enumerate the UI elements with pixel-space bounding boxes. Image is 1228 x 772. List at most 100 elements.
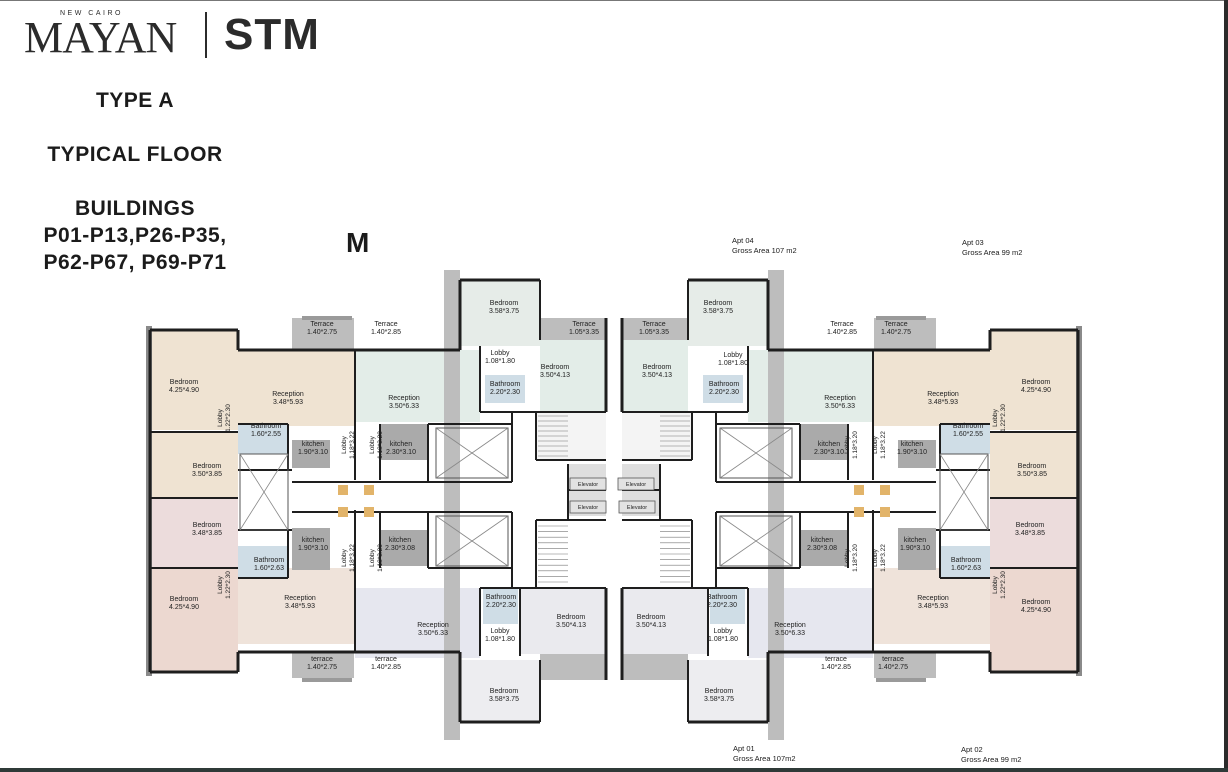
room-name-label: terrace (375, 656, 397, 663)
room-dimension-label: 3.48*5.93 (285, 603, 315, 610)
room-fill (150, 432, 238, 498)
lobby-dimension-label: 1.18*3.22 (880, 431, 887, 459)
room-name-label: Bedroom (170, 379, 199, 386)
right-border (1224, 0, 1228, 772)
lobby-name-label: Lobby (369, 548, 376, 566)
room-name-label: Terrace (884, 321, 907, 328)
elevator-label: Elevator (578, 505, 598, 511)
floor-title: TYPICAL FLOOR (47, 143, 223, 166)
lobby-dimension-label: 1.18*3.22 (349, 431, 356, 459)
room-dimension-label: 3.50*6.33 (418, 630, 448, 637)
room-name-label: Bathroom (951, 557, 982, 564)
shaft-cross (939, 453, 989, 531)
room-dimension-label: 1.40*2.85 (371, 664, 401, 671)
room-dimension-label: 3.58*3.75 (489, 308, 519, 315)
room-name-label: Reception (917, 595, 949, 602)
room-fill (540, 318, 606, 340)
shaft-outline (719, 515, 793, 567)
room-fill (150, 498, 238, 568)
shaft-outline (435, 427, 509, 479)
room-fill (874, 318, 936, 350)
room-dimension-label: 1.08*1.80 (485, 636, 515, 643)
room-name-label: kitchen (904, 537, 926, 544)
terrace-edge (302, 316, 352, 320)
room-name-label: Bedroom (541, 364, 570, 371)
unit-type-title: TYPE A (95, 89, 175, 112)
room-dimension-label: 1.08*1.80 (718, 360, 748, 367)
logo-separator (205, 12, 207, 58)
room-fill (520, 588, 606, 654)
room-name-label: Bedroom (643, 364, 672, 371)
room-name-label: Terrace (310, 321, 333, 328)
lobby-name-label: Lobby (872, 548, 879, 566)
room-name-label: Reception (388, 395, 420, 402)
lobby-name-label: Lobby (341, 435, 348, 453)
apartment-name: Apt 03 (962, 238, 984, 247)
elevator-car (569, 477, 607, 491)
room-name-label: kitchen (818, 441, 840, 448)
shaft-cross (719, 515, 793, 567)
lobby-dimension-label: 1.22*2.30 (1000, 404, 1007, 432)
shaft-outline (435, 515, 509, 567)
room-dimension-label: 1.60*2.55 (953, 431, 983, 438)
room-dimension-label: 1.40*2.75 (881, 329, 911, 336)
room-fill (380, 530, 428, 566)
shaft-cross (435, 515, 509, 567)
room-name-label: kitchen (901, 441, 923, 448)
room-dimension-label: 1.40*2.75 (307, 664, 337, 671)
lobby-name-label: Lobby (992, 408, 999, 426)
room-fill (940, 424, 990, 454)
room-name-label: Bedroom (490, 300, 519, 307)
room-fill (238, 568, 355, 644)
room-fill (800, 424, 848, 460)
room-dimension-label: 1.40*2.85 (371, 329, 401, 336)
lobby-name-label: Lobby (844, 435, 851, 453)
room-fill (990, 568, 1078, 672)
room-name-label: Reception (824, 395, 856, 402)
room-fill (710, 588, 745, 624)
room-fill (622, 654, 688, 680)
room-dimension-label: 3.48*5.93 (273, 399, 303, 406)
room-name-label: Bedroom (193, 522, 222, 529)
room-name-label: kitchen (302, 441, 324, 448)
lobby-name-label: Lobby (872, 435, 879, 453)
room-name-label: Terrace (572, 321, 595, 328)
room-dimension-label: 4.25*4.90 (1021, 607, 1051, 614)
room-dimension-label: 4.25*4.90 (169, 387, 199, 394)
room-dimension-label: 3.48*3.85 (1015, 530, 1045, 537)
room-name-label: kitchen (811, 537, 833, 544)
room-fill (292, 528, 330, 570)
room-fill (292, 318, 354, 350)
room-fill (150, 568, 238, 672)
room-name-label: Bedroom (704, 300, 733, 307)
room-name-label: Bathroom (490, 381, 521, 388)
room-fill (748, 588, 873, 658)
room-name-label: Bathroom (707, 594, 738, 601)
room-dimension-label: 2.30*3.10 (386, 449, 416, 456)
room-dimension-label: 1.90*3.10 (298, 449, 328, 456)
room-name-label: Bathroom (709, 381, 740, 388)
room-dimension-label: 3.50*3.85 (1017, 471, 1047, 478)
apartment-area: Gross Area 107 m2 (732, 246, 797, 255)
room-dimension-label: 1.60*2.55 (251, 431, 281, 438)
room-name-label: Terrace (830, 321, 853, 328)
room-fill (622, 588, 708, 654)
apartment-name: Apt 02 (961, 745, 983, 754)
room-dimension-label: 3.50*6.33 (775, 630, 805, 637)
room-dimension-label: 3.48*3.85 (192, 530, 222, 537)
room-dimension-label: 3.50*6.33 (825, 403, 855, 410)
entry-arrow-icon (364, 485, 374, 495)
shaft-outline (239, 453, 289, 531)
room-fill (940, 546, 990, 578)
room-fill (688, 660, 768, 722)
room-dimension-label: 1.40*2.75 (307, 329, 337, 336)
room-fill (990, 498, 1078, 568)
lobby-dimension-label: 1.18*3.22 (880, 544, 887, 572)
shaft-cross (435, 427, 509, 479)
buildings-label: BUILDINGS (75, 197, 195, 220)
room-name-label: Terrace (374, 321, 397, 328)
room-dimension-label: 3.50*3.85 (192, 471, 222, 478)
logo-mayan: MAYAN (24, 13, 177, 62)
